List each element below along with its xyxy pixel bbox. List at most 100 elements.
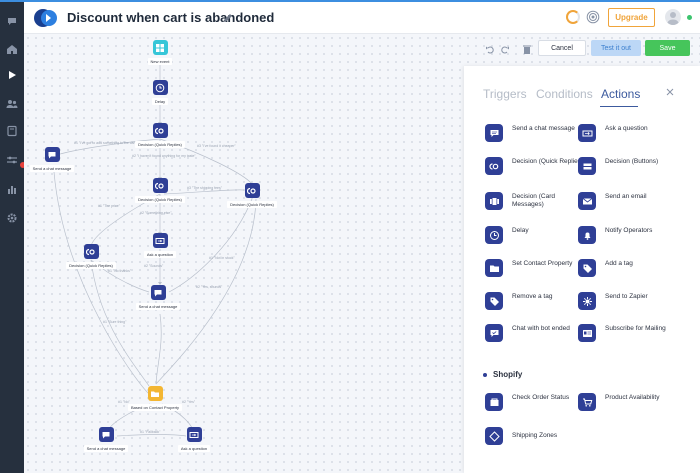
- action-decision-quick-replies[interactable]: Decision (Quick Replies): [485, 157, 585, 175]
- action-label: Send an email: [605, 193, 647, 200]
- shopify-section-title: Shopify: [493, 370, 523, 379]
- zapier-icon: [578, 292, 596, 310]
- node-label: Ask a question: [177, 445, 211, 452]
- action-remove-tag[interactable]: Remove a tag: [485, 292, 585, 310]
- action-delay[interactable]: Delay: [485, 226, 585, 244]
- flow-node-send-chat-center[interactable]: Send a chat message: [128, 285, 188, 310]
- book-icon[interactable]: [4, 124, 20, 138]
- action-check-order-status[interactable]: Check Order Status: [485, 393, 585, 411]
- action-send-chat-message[interactable]: Send a chat message: [485, 124, 585, 142]
- undo-icon[interactable]: [485, 42, 495, 54]
- flow-node-delay[interactable]: Delay: [130, 80, 190, 105]
- edge-label: #1 "Not in stock": [209, 256, 235, 260]
- node-label: Send a chat message: [135, 303, 181, 310]
- action-label: Check Order Status: [512, 394, 570, 401]
- flow-node-decision-top[interactable]: Decision (Quick Replies): [130, 123, 190, 148]
- action-send-email[interactable]: Send an email: [578, 192, 678, 210]
- flow-node-ask-question-mid[interactable]: Ask a question: [130, 233, 190, 258]
- sliders-icon[interactable]: [4, 153, 20, 167]
- app-logo[interactable]: [34, 7, 58, 29]
- flow-node-decision-right[interactable]: Decision (Quick Replies): [222, 183, 282, 208]
- flow-node-decision-left[interactable]: Decision (Quick Replies): [61, 244, 121, 269]
- subscribe-icon: [578, 324, 596, 342]
- active-tab-indicator: [600, 106, 638, 107]
- edge-label: #1 "Sure thing": [103, 320, 127, 324]
- tag-remove-icon: [485, 292, 503, 310]
- folder-icon: [147, 386, 163, 401]
- bar-chart-icon[interactable]: [4, 182, 20, 196]
- upgrade-button[interactable]: Upgrade: [608, 8, 655, 27]
- bell-icon: [578, 226, 596, 244]
- broadcast-icon[interactable]: [586, 10, 600, 24]
- action-send-to-zapier[interactable]: Send to Zapier: [578, 292, 678, 310]
- action-decision-buttons[interactable]: Decision (Buttons): [578, 157, 678, 175]
- action-label: Delay: [512, 227, 529, 234]
- action-decision-card-messages[interactable]: Decision (Card Messages): [485, 192, 585, 210]
- node-label: Decision (Quick Replies): [135, 141, 185, 148]
- avatar[interactable]: [665, 9, 681, 25]
- quick-replies-icon: [83, 244, 99, 259]
- folder-icon: [485, 259, 503, 277]
- action-subscribe-mailing[interactable]: Subscribe for Mailing: [578, 324, 678, 342]
- clock-icon: [485, 226, 503, 244]
- node-label: Decision (Quick Replies): [66, 262, 116, 269]
- quick-replies-icon: [485, 157, 503, 175]
- node-label: Decision (Quick Replies): [227, 201, 277, 208]
- action-shipping-zones[interactable]: Shipping Zones: [485, 427, 585, 445]
- test-it-out-button[interactable]: Test it out: [591, 40, 641, 56]
- cancel-button[interactable]: Cancel: [538, 40, 586, 56]
- loading-spinner-icon: [566, 10, 580, 24]
- home-icon[interactable]: [4, 42, 20, 56]
- action-set-contact-property[interactable]: Set Contact Property: [485, 259, 585, 277]
- flow-node-send-chat-bottom[interactable]: Send a chat message: [76, 427, 136, 452]
- new-event-icon: [152, 40, 168, 55]
- node-label: Ask a question: [143, 251, 177, 258]
- edge-label: #1 "No": [118, 400, 130, 404]
- flow-node-set-contact[interactable]: Based on Contact Property: [125, 386, 185, 411]
- redo-icon[interactable]: [500, 42, 510, 54]
- tab-triggers[interactable]: Triggers: [483, 87, 527, 101]
- edge-label: #2 "I haven't found anything for my tast…: [132, 154, 196, 158]
- tab-actions[interactable]: Actions: [601, 87, 641, 101]
- page-title: Discount when cart is abandoned: [67, 10, 275, 25]
- online-status-dot: [687, 15, 692, 20]
- question-input-icon: [186, 427, 202, 442]
- order-icon: [485, 393, 503, 411]
- flow-node-new-event[interactable]: New event: [130, 40, 190, 65]
- action-add-tag[interactable]: Add a tag: [578, 259, 678, 277]
- play-icon[interactable]: [4, 68, 20, 82]
- action-chat-with-bot-ended[interactable]: Chat with bot ended: [485, 324, 585, 342]
- action-label: Set Contact Property: [512, 260, 573, 267]
- flow-node-decision-mid[interactable]: Decision (Quick Replies): [130, 178, 190, 203]
- action-label: Send to Zapier: [605, 293, 648, 300]
- gear-icon[interactable]: [4, 211, 20, 225]
- shipping-icon: [485, 427, 503, 445]
- save-button[interactable]: Save: [645, 40, 690, 56]
- flow-node-send-chat-left[interactable]: Send a chat message: [22, 147, 82, 172]
- cards-icon: [485, 192, 503, 210]
- edge-label: #2 "Sounds": [144, 264, 164, 268]
- edit-pencil-icon[interactable]: [222, 11, 234, 23]
- node-label: Delay: [151, 98, 169, 105]
- node-label: New event: [147, 58, 173, 65]
- clock-icon: [152, 80, 168, 95]
- close-icon[interactable]: [666, 83, 674, 96]
- action-ask-question[interactable]: Ask a question: [578, 124, 678, 142]
- chat-icon: [98, 427, 114, 442]
- action-label: Remove a tag: [512, 293, 553, 300]
- chat-icon: [44, 147, 60, 162]
- action-label: Ask a question: [605, 125, 648, 132]
- quick-replies-icon: [244, 183, 260, 198]
- action-product-availability[interactable]: Product Availability: [578, 393, 678, 411]
- contacts-icon[interactable]: [4, 97, 20, 111]
- top-header: Discount when cart is abandoned Upgrade: [24, 0, 700, 34]
- action-notify-operators[interactable]: Notify Operators: [578, 226, 678, 244]
- chat-bubble-icon[interactable]: [4, 14, 20, 28]
- cart-icon: [578, 393, 596, 411]
- chat-icon: [485, 124, 503, 142]
- trash-icon[interactable]: [522, 42, 532, 54]
- tab-conditions[interactable]: Conditions: [536, 87, 593, 101]
- flow-node-ask-question-bottom[interactable]: Ask a question: [164, 427, 224, 452]
- tag-icon: [578, 259, 596, 277]
